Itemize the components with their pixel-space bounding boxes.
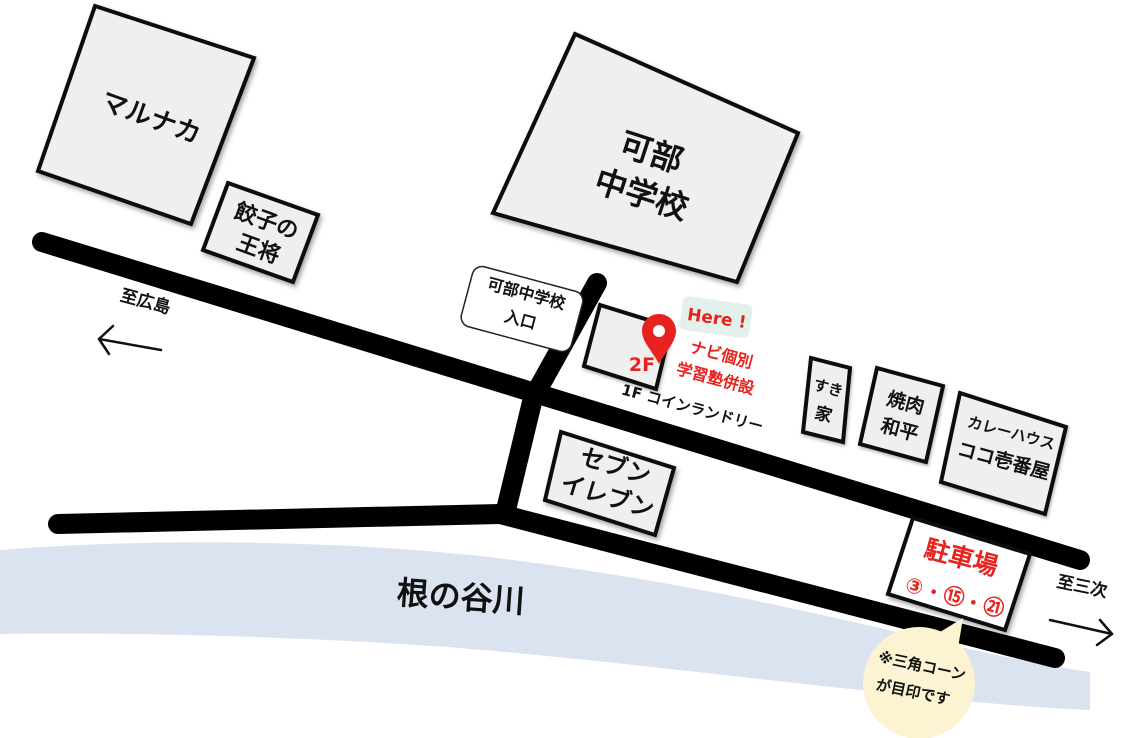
- parking-separator: ・: [922, 581, 945, 606]
- parking-spots: ③ ・ ⑮ ・ ㉑: [903, 572, 1007, 621]
- sukiya-label-2: 家: [812, 402, 834, 427]
- map-pin-icon: [642, 314, 676, 364]
- river: [0, 542, 1090, 710]
- building-yakiniku-wahei: [857, 365, 946, 465]
- building-coco-ichibanya: [938, 390, 1069, 517]
- arrow-left-icon: [97, 324, 163, 356]
- parking-separator: ・: [962, 591, 985, 616]
- school-entrance-sign: 可部中学校 入口: [460, 265, 584, 353]
- building-sukiya: [800, 355, 853, 445]
- river-label: 根の谷川: [396, 574, 526, 621]
- parking-area: [885, 515, 1033, 633]
- building-gyoza-no-ohsho: [200, 180, 321, 285]
- arrow-right-icon: [1048, 618, 1114, 647]
- here-bubble: Here !: [676, 296, 753, 339]
- parking-spot: ③: [903, 572, 926, 600]
- to-miyoshi-label: 至三次: [1055, 571, 1109, 602]
- lower-road: [48, 504, 510, 534]
- main-road: [32, 232, 1090, 570]
- target-floor-label: 2F: [629, 354, 655, 376]
- building-marunaka: [35, 3, 257, 227]
- river-road: [490, 504, 1065, 668]
- note-bubble: ※三角コーン が目印です: [863, 618, 975, 738]
- building-kabe-junior-high: [490, 31, 801, 285]
- building-seven-eleven: [542, 429, 677, 538]
